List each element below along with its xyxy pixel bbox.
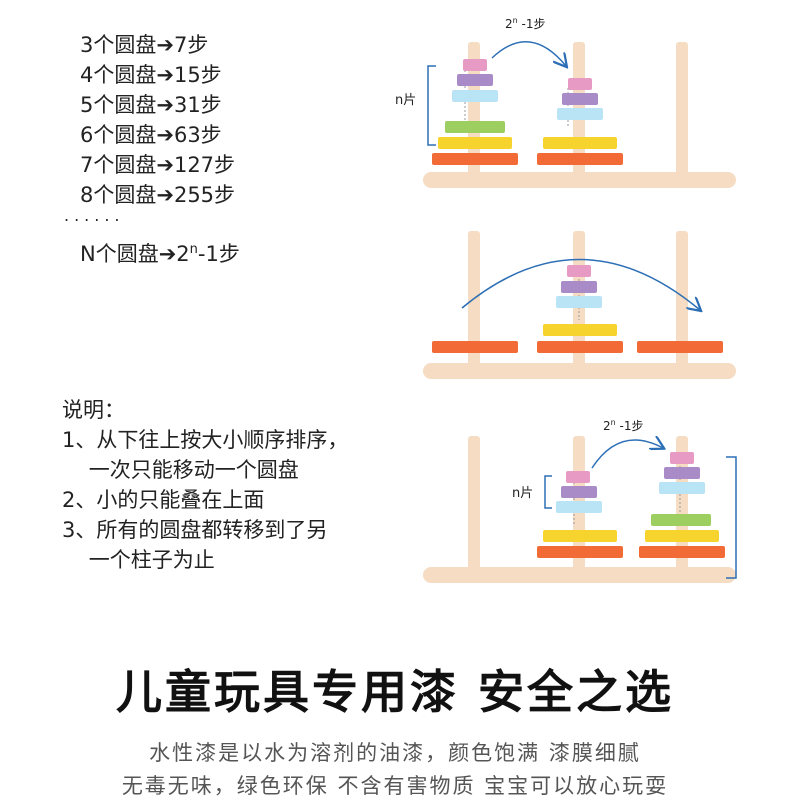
- disk-purple: [664, 467, 700, 479]
- disk-pink: [670, 452, 694, 464]
- instruction-line: 一次只能移动一个圆盘: [62, 458, 299, 482]
- instruction-line: 1、从下往上按大小顺序排序，: [62, 428, 349, 452]
- disk-orange: [639, 546, 725, 558]
- disk-green: [651, 514, 711, 526]
- disk-purple: [561, 486, 597, 498]
- bracket: [726, 456, 737, 579]
- formula-exponent: n: [189, 242, 198, 257]
- disk-lightblue: [556, 296, 602, 308]
- subline: 无毒无味，绿色环保 不含有害物质 宝宝可以放心玩耍: [121, 774, 669, 798]
- panel-bottom: n片 2n -1步: [423, 418, 737, 583]
- disk-yellow: [543, 137, 617, 149]
- bracket: [544, 475, 552, 509]
- disk-orange: [432, 341, 518, 353]
- step-line: 8个圆盘➔255步: [80, 183, 236, 207]
- hanoi-diagram: n片 2n -1步: [395, 16, 737, 583]
- general-formula-line: N个圆盘➔2n-1步: [80, 235, 240, 269]
- disk-orange: [537, 546, 623, 558]
- disk-orange: [537, 341, 623, 353]
- arrow-label: 2n -1步: [505, 16, 546, 31]
- panel-middle: [423, 231, 736, 379]
- base-board: [423, 172, 736, 188]
- disk-lightblue: [452, 90, 498, 102]
- base-board: [423, 363, 736, 379]
- disk-pink: [567, 265, 591, 277]
- disk-purple: [457, 74, 493, 86]
- step-line: 5个圆盘➔31步: [80, 93, 222, 117]
- instruction-line: 2、小的只能叠在上面: [62, 488, 265, 512]
- bracket-label: n片: [512, 486, 533, 501]
- panel-top: n片 2n -1步: [395, 16, 736, 188]
- disk-purple: [561, 281, 597, 293]
- base-board: [423, 567, 736, 583]
- step-line: 7个圆盘➔127步: [80, 153, 236, 177]
- move-arrow: [491, 41, 566, 66]
- subline: 水性漆是以水为溶剂的油漆，颜色饱满 漆膜细腻: [149, 741, 641, 765]
- instructions-title: 说明：: [62, 398, 125, 422]
- disk-orange: [432, 153, 518, 165]
- bracket-label: n片: [395, 93, 416, 108]
- disk-lightblue: [659, 482, 705, 494]
- instruction-line: 一个柱子为止: [62, 548, 215, 572]
- headline: 儿童玩具专用漆 安全之选: [115, 665, 674, 719]
- instruction-line: 3、所有的圆盘都转移到了另: [62, 518, 328, 542]
- ellipsis: ......: [64, 206, 125, 225]
- pole: [676, 42, 688, 174]
- move-arrow: [461, 258, 700, 310]
- disk-orange: [637, 341, 723, 353]
- disk-green: [445, 121, 505, 133]
- disk-pink: [463, 59, 487, 71]
- bracket: [427, 65, 436, 146]
- disk-purple: [562, 93, 598, 105]
- disk-orange: [537, 153, 623, 165]
- formula-prefix: N个圆盘➔2: [80, 242, 190, 266]
- disk-yellow: [543, 324, 617, 336]
- pole: [468, 436, 480, 572]
- step-line: 4个圆盘➔15步: [80, 63, 222, 87]
- disk-pink: [566, 471, 590, 483]
- disk-yellow: [543, 530, 617, 542]
- arrow-label: 2n -1步: [603, 418, 644, 433]
- disk-pink: [568, 78, 592, 90]
- disk-lightblue: [556, 501, 602, 513]
- pole: [676, 231, 688, 367]
- formula-suffix: -1步: [197, 242, 240, 266]
- step-line: 6个圆盘➔63步: [80, 123, 222, 147]
- disk-lightblue: [557, 108, 603, 120]
- step-line: 3个圆盘➔7步: [80, 33, 209, 57]
- move-arrow: [591, 440, 663, 469]
- disk-yellow: [438, 137, 512, 149]
- disk-yellow: [645, 530, 719, 542]
